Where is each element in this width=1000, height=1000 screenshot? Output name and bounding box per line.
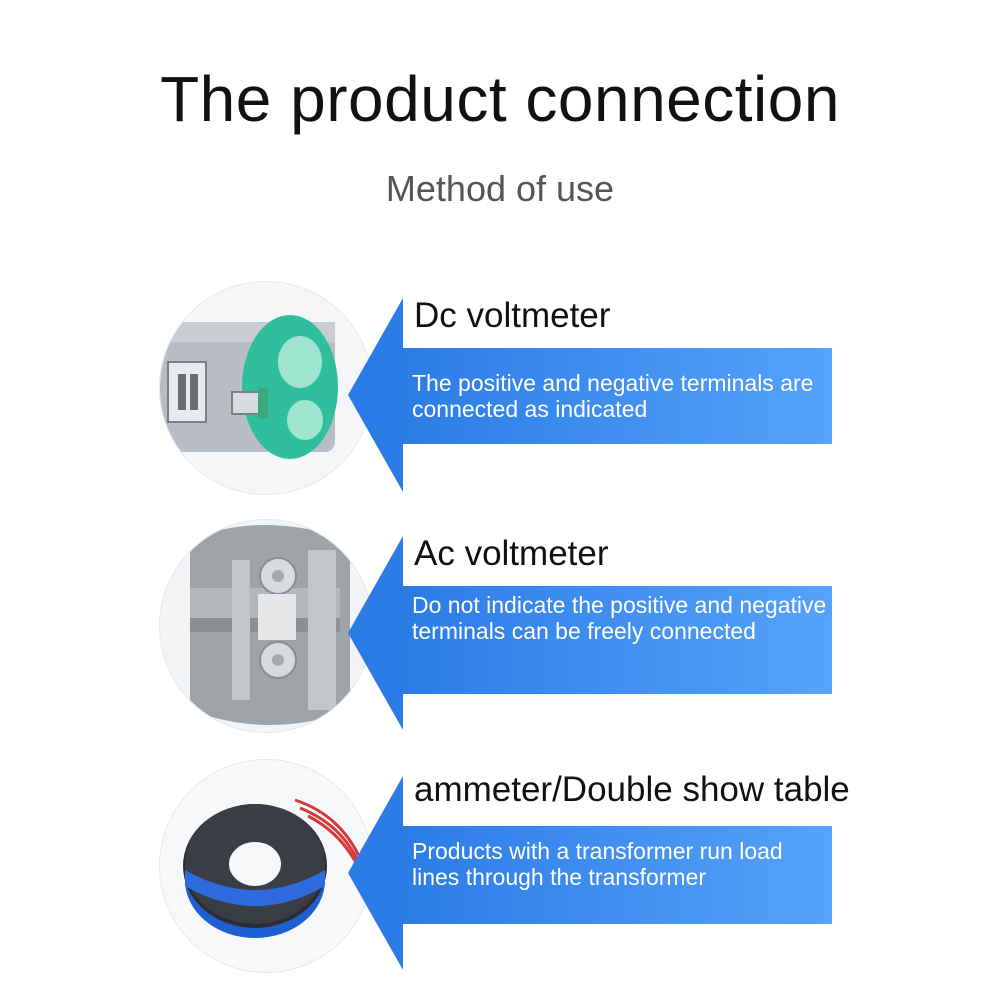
ac-terminal-photo bbox=[160, 520, 372, 732]
ac-voltmeter-description: Do not indicate the positive and negativ… bbox=[412, 592, 827, 644]
dc-pointer-arrow bbox=[348, 298, 403, 492]
ammeter-description-banner bbox=[400, 826, 832, 924]
ac-voltmeter-label: Ac voltmeter bbox=[414, 534, 609, 573]
ammeter-label: ammeter/Double show table bbox=[414, 770, 850, 809]
ammeter-description: Products with a transformer run load lin… bbox=[412, 838, 783, 890]
ac-voltmeter-item: Ac voltmeter Do not indicate the positiv… bbox=[0, 518, 1000, 758]
ac-pointer-arrow bbox=[348, 536, 403, 730]
dc-voltmeter-label: Dc voltmeter bbox=[414, 296, 611, 335]
ammeter-item: ammeter/Double show table Products with … bbox=[0, 758, 1000, 998]
dc-voltmeter-item: Dc voltmeter The positive and negative t… bbox=[0, 280, 1000, 520]
page-title: The product connection bbox=[160, 63, 840, 135]
dc-voltmeter-description: The positive and negative terminals are … bbox=[412, 370, 814, 422]
transformer-photo bbox=[160, 760, 372, 972]
dc-description-banner bbox=[400, 348, 832, 444]
ammeter-pointer-arrow bbox=[348, 776, 403, 970]
page-subtitle: Method of use bbox=[385, 168, 615, 209]
dc-terminal-photo bbox=[160, 282, 372, 494]
ac-description-banner bbox=[400, 586, 832, 694]
